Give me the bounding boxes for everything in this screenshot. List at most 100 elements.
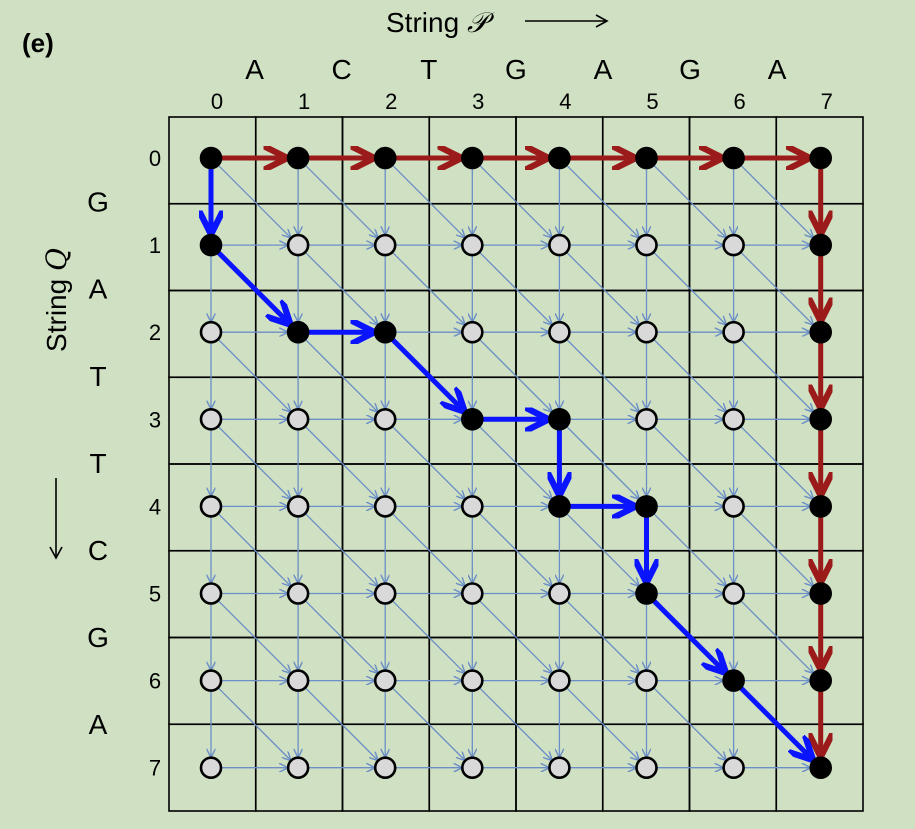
grid-edge bbox=[304, 687, 378, 761]
path-node bbox=[460, 407, 484, 431]
grid-node bbox=[460, 756, 484, 780]
grid-edge bbox=[217, 338, 291, 412]
string-p-char: G bbox=[679, 54, 701, 85]
grid-edge bbox=[217, 600, 291, 674]
grid-node bbox=[286, 669, 310, 692]
path-node bbox=[809, 669, 833, 692]
grid-node bbox=[373, 495, 397, 518]
string-q-direction-arrow bbox=[49, 478, 63, 560]
grid-node bbox=[373, 669, 397, 692]
string-q-char: T bbox=[89, 448, 106, 479]
grid-node bbox=[199, 669, 223, 692]
grid-edge bbox=[566, 164, 639, 238]
grid-node bbox=[286, 495, 310, 518]
string-q-char: A bbox=[89, 274, 108, 305]
path-node bbox=[373, 146, 397, 170]
string-p-char: A bbox=[768, 54, 787, 85]
row-index: 2 bbox=[149, 320, 161, 345]
grid-edge bbox=[740, 425, 814, 499]
column-index: 0 bbox=[211, 89, 223, 114]
grid-edge bbox=[653, 425, 727, 499]
path-node bbox=[199, 233, 223, 257]
grid-node bbox=[722, 495, 745, 518]
grid-node bbox=[548, 669, 571, 692]
grid-node bbox=[635, 756, 658, 780]
column-index: 1 bbox=[298, 89, 310, 114]
string-q-title-text: String bbox=[41, 271, 72, 352]
column-index: 3 bbox=[472, 89, 484, 114]
grid-edge bbox=[478, 338, 552, 412]
string-p-symbol: 𝒫 bbox=[467, 6, 495, 39]
path-node bbox=[548, 146, 571, 170]
string-q-title: String Q bbox=[40, 248, 73, 352]
grid-edge bbox=[740, 251, 814, 325]
row-index: 1 bbox=[149, 233, 161, 258]
path-node bbox=[286, 146, 310, 170]
grid-node bbox=[286, 407, 310, 431]
grid-edge bbox=[217, 687, 291, 761]
grid-node bbox=[460, 320, 484, 344]
path-node bbox=[286, 320, 310, 344]
path-node bbox=[373, 320, 397, 344]
grid-node bbox=[722, 233, 745, 257]
grid-edge bbox=[478, 425, 552, 499]
grid-edge bbox=[304, 164, 378, 238]
grid-node bbox=[460, 495, 484, 518]
grid-node bbox=[286, 233, 310, 257]
grid-edge bbox=[217, 513, 291, 586]
string-p-char: A bbox=[594, 54, 613, 85]
grid-node bbox=[199, 582, 223, 605]
alignment-paths bbox=[211, 158, 821, 759]
grid-edge bbox=[391, 425, 465, 499]
grid-edge bbox=[391, 600, 465, 674]
string-q-char: G bbox=[87, 622, 109, 653]
grid-edge bbox=[740, 600, 814, 674]
grid-edge bbox=[304, 338, 378, 412]
grid-edge bbox=[653, 687, 727, 761]
grid-edge bbox=[566, 251, 639, 325]
grid-edge bbox=[566, 513, 639, 586]
string-q-char: T bbox=[89, 361, 106, 392]
grid-edge bbox=[391, 251, 465, 325]
grid-nodes bbox=[199, 146, 833, 780]
grid-edge bbox=[478, 513, 552, 586]
panel-label: (e) bbox=[22, 28, 54, 58]
grid-edge bbox=[740, 338, 814, 412]
path-node bbox=[809, 495, 833, 518]
string-q-char: A bbox=[89, 709, 108, 740]
path-node bbox=[809, 582, 833, 605]
string-q-title-group: String Q bbox=[40, 248, 73, 352]
grid-edge bbox=[653, 513, 727, 586]
row-index: 6 bbox=[149, 669, 161, 694]
grid-node bbox=[199, 495, 223, 518]
string-p-char: A bbox=[245, 54, 264, 85]
path-node bbox=[548, 495, 571, 518]
grid-node bbox=[199, 407, 223, 431]
grid-edge bbox=[566, 600, 639, 674]
grid-node bbox=[373, 756, 397, 780]
grid-edge bbox=[304, 425, 378, 499]
path-node bbox=[722, 146, 745, 170]
path-node bbox=[809, 146, 833, 170]
path-node bbox=[460, 146, 484, 170]
row-index: 4 bbox=[149, 494, 161, 519]
grid-node bbox=[286, 756, 310, 780]
path-node bbox=[809, 233, 833, 257]
column-index: 5 bbox=[646, 89, 658, 114]
grid-edge bbox=[304, 251, 378, 325]
grid-edge bbox=[653, 251, 727, 325]
grid-edge bbox=[217, 425, 291, 499]
grid-edges bbox=[211, 158, 821, 768]
grid-node bbox=[635, 669, 658, 692]
string-p-direction-arrow bbox=[525, 14, 609, 28]
grid-edge bbox=[566, 338, 639, 412]
grid-edge bbox=[653, 338, 727, 412]
grid-node bbox=[373, 582, 397, 605]
grid-edge bbox=[304, 600, 378, 674]
column-index: 6 bbox=[733, 89, 745, 114]
grid-edge bbox=[740, 164, 814, 238]
grid-edge bbox=[217, 164, 291, 238]
path-node bbox=[809, 407, 833, 431]
